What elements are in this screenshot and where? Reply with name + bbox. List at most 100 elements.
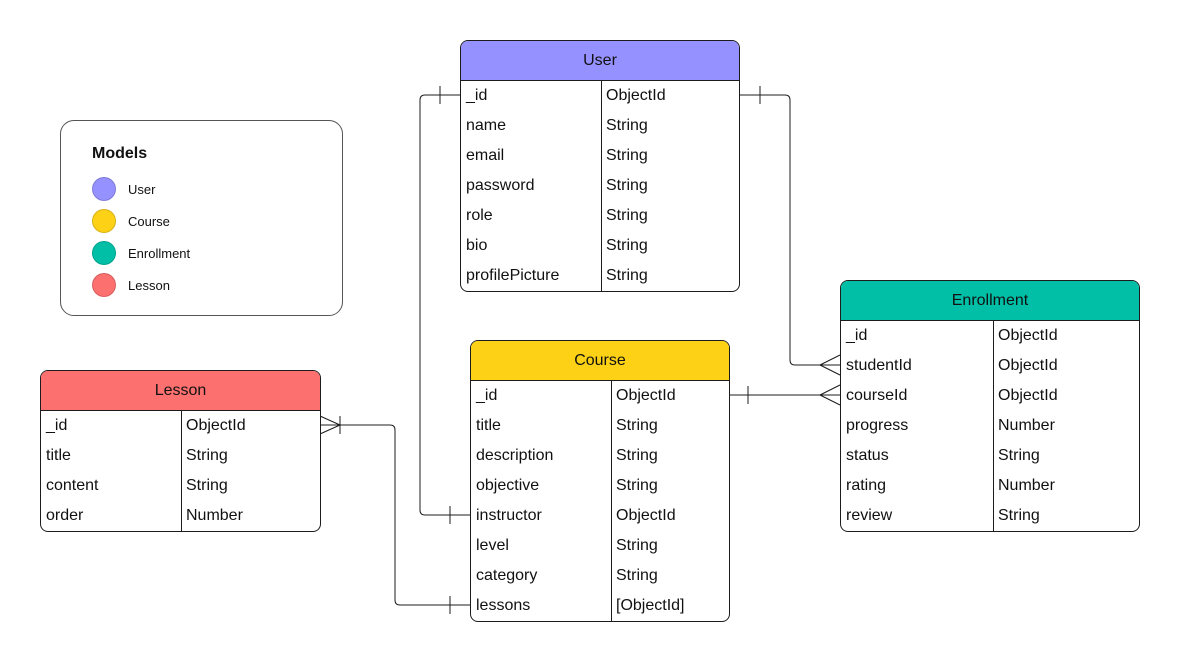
legend-title: Models: [92, 145, 148, 162]
field-name: lessons: [476, 597, 531, 614]
lesson-header: Lesson: [41, 371, 320, 411]
legend-label-lesson: Lesson: [128, 277, 170, 293]
crowfoot-enrollment-studentid: [819, 354, 841, 376]
legend-dot-user: [92, 177, 116, 201]
legend-label-user: User: [128, 181, 156, 197]
connector-course-lessons: [320, 424, 470, 606]
field-name: instructor: [476, 507, 542, 524]
field-type: Number: [998, 477, 1055, 494]
field-name: objective: [476, 477, 540, 494]
field-type: String: [616, 567, 658, 584]
field-name: _id: [846, 327, 868, 344]
course-header: Course: [471, 341, 729, 381]
field-name: courseId: [846, 387, 908, 404]
field-name: progress: [846, 417, 909, 434]
legend-label-enrollment: Enrollment: [128, 245, 191, 261]
field-name: _id: [46, 417, 68, 434]
field-name: title: [46, 447, 71, 464]
field-name: _id: [466, 87, 488, 104]
field-type: ObjectId: [998, 357, 1058, 374]
field-name: password: [466, 177, 535, 194]
field-type: String: [606, 267, 648, 284]
user-header: User: [461, 41, 739, 81]
field-name: status: [846, 447, 889, 464]
field-type: Number: [186, 507, 243, 524]
field-type: String: [606, 147, 648, 164]
enrollment-field-row: courseId ObjectId: [841, 381, 1139, 411]
field-name: order: [46, 507, 84, 524]
connector-user-enrollment-student: [740, 94, 840, 366]
course-field-row: instructor ObjectId: [471, 501, 729, 531]
user-field-row: email String: [461, 141, 739, 171]
field-type: ObjectId: [606, 87, 666, 104]
field-type: String: [606, 117, 648, 134]
field-name: name: [466, 117, 507, 134]
field-type: String: [616, 447, 658, 464]
crowfoot-lesson-id: [319, 415, 341, 435]
field-type: ObjectId: [998, 387, 1058, 404]
course-field-row: title String: [471, 411, 729, 441]
field-name: _id: [476, 387, 498, 404]
field-type: String: [186, 477, 228, 494]
legend-label-course: Course: [128, 213, 170, 229]
field-name: rating: [846, 477, 887, 494]
enrollment-header: Enrollment: [841, 281, 1139, 321]
course-field-row: _id ObjectId: [471, 381, 729, 411]
user-field-row: _id ObjectId: [461, 81, 739, 111]
field-type: String: [606, 177, 648, 194]
field-type: String: [186, 447, 228, 464]
enrollment-field-row: _id ObjectId: [841, 321, 1139, 351]
enrollment-field-row: status String: [841, 441, 1139, 471]
field-type: String: [616, 417, 658, 434]
field-name: title: [476, 417, 501, 434]
legend-dot-enrollment: [92, 241, 116, 265]
field-name: review: [846, 507, 893, 524]
field-type: String: [606, 237, 648, 254]
lesson-field-row: order Number: [41, 501, 320, 531]
lesson-field-row: title String: [41, 441, 320, 471]
field-name: role: [466, 207, 493, 224]
lesson-field-row: _id ObjectId: [41, 411, 320, 441]
field-name: studentId: [846, 357, 912, 374]
field-name: email: [466, 147, 505, 164]
field-type: ObjectId: [616, 507, 676, 524]
course-column-divider: [611, 381, 612, 621]
field-name: content: [46, 477, 99, 494]
field-type: String: [616, 477, 658, 494]
field-name: profilePicture: [466, 267, 560, 284]
user-field-row: password String: [461, 171, 739, 201]
legend-panel: Models User Course Enrollment Lesson: [60, 120, 343, 316]
field-name: level: [476, 537, 509, 554]
field-type: String: [616, 537, 658, 554]
lesson-column-divider: [181, 411, 182, 531]
field-type: String: [998, 447, 1040, 464]
legend-dot-lesson: [92, 273, 116, 297]
enrollment-field-row: progress Number: [841, 411, 1139, 441]
course-field-row: description String: [471, 441, 729, 471]
legend-item-lesson: Lesson: [92, 272, 170, 298]
field-name: description: [476, 447, 554, 464]
legend-dot-course: [92, 209, 116, 233]
field-type: ObjectId: [616, 387, 676, 404]
field-type: Number: [998, 417, 1055, 434]
field-type: String: [606, 207, 648, 224]
field-type: ObjectId: [998, 327, 1058, 344]
field-name: bio: [466, 237, 488, 254]
user-field-row: role String: [461, 201, 739, 231]
field-type: ObjectId: [186, 417, 246, 434]
enrollment-column-divider: [993, 321, 994, 531]
user-field-row: name String: [461, 111, 739, 141]
legend-item-user: User: [92, 176, 155, 202]
lesson-field-row: content String: [41, 471, 320, 501]
